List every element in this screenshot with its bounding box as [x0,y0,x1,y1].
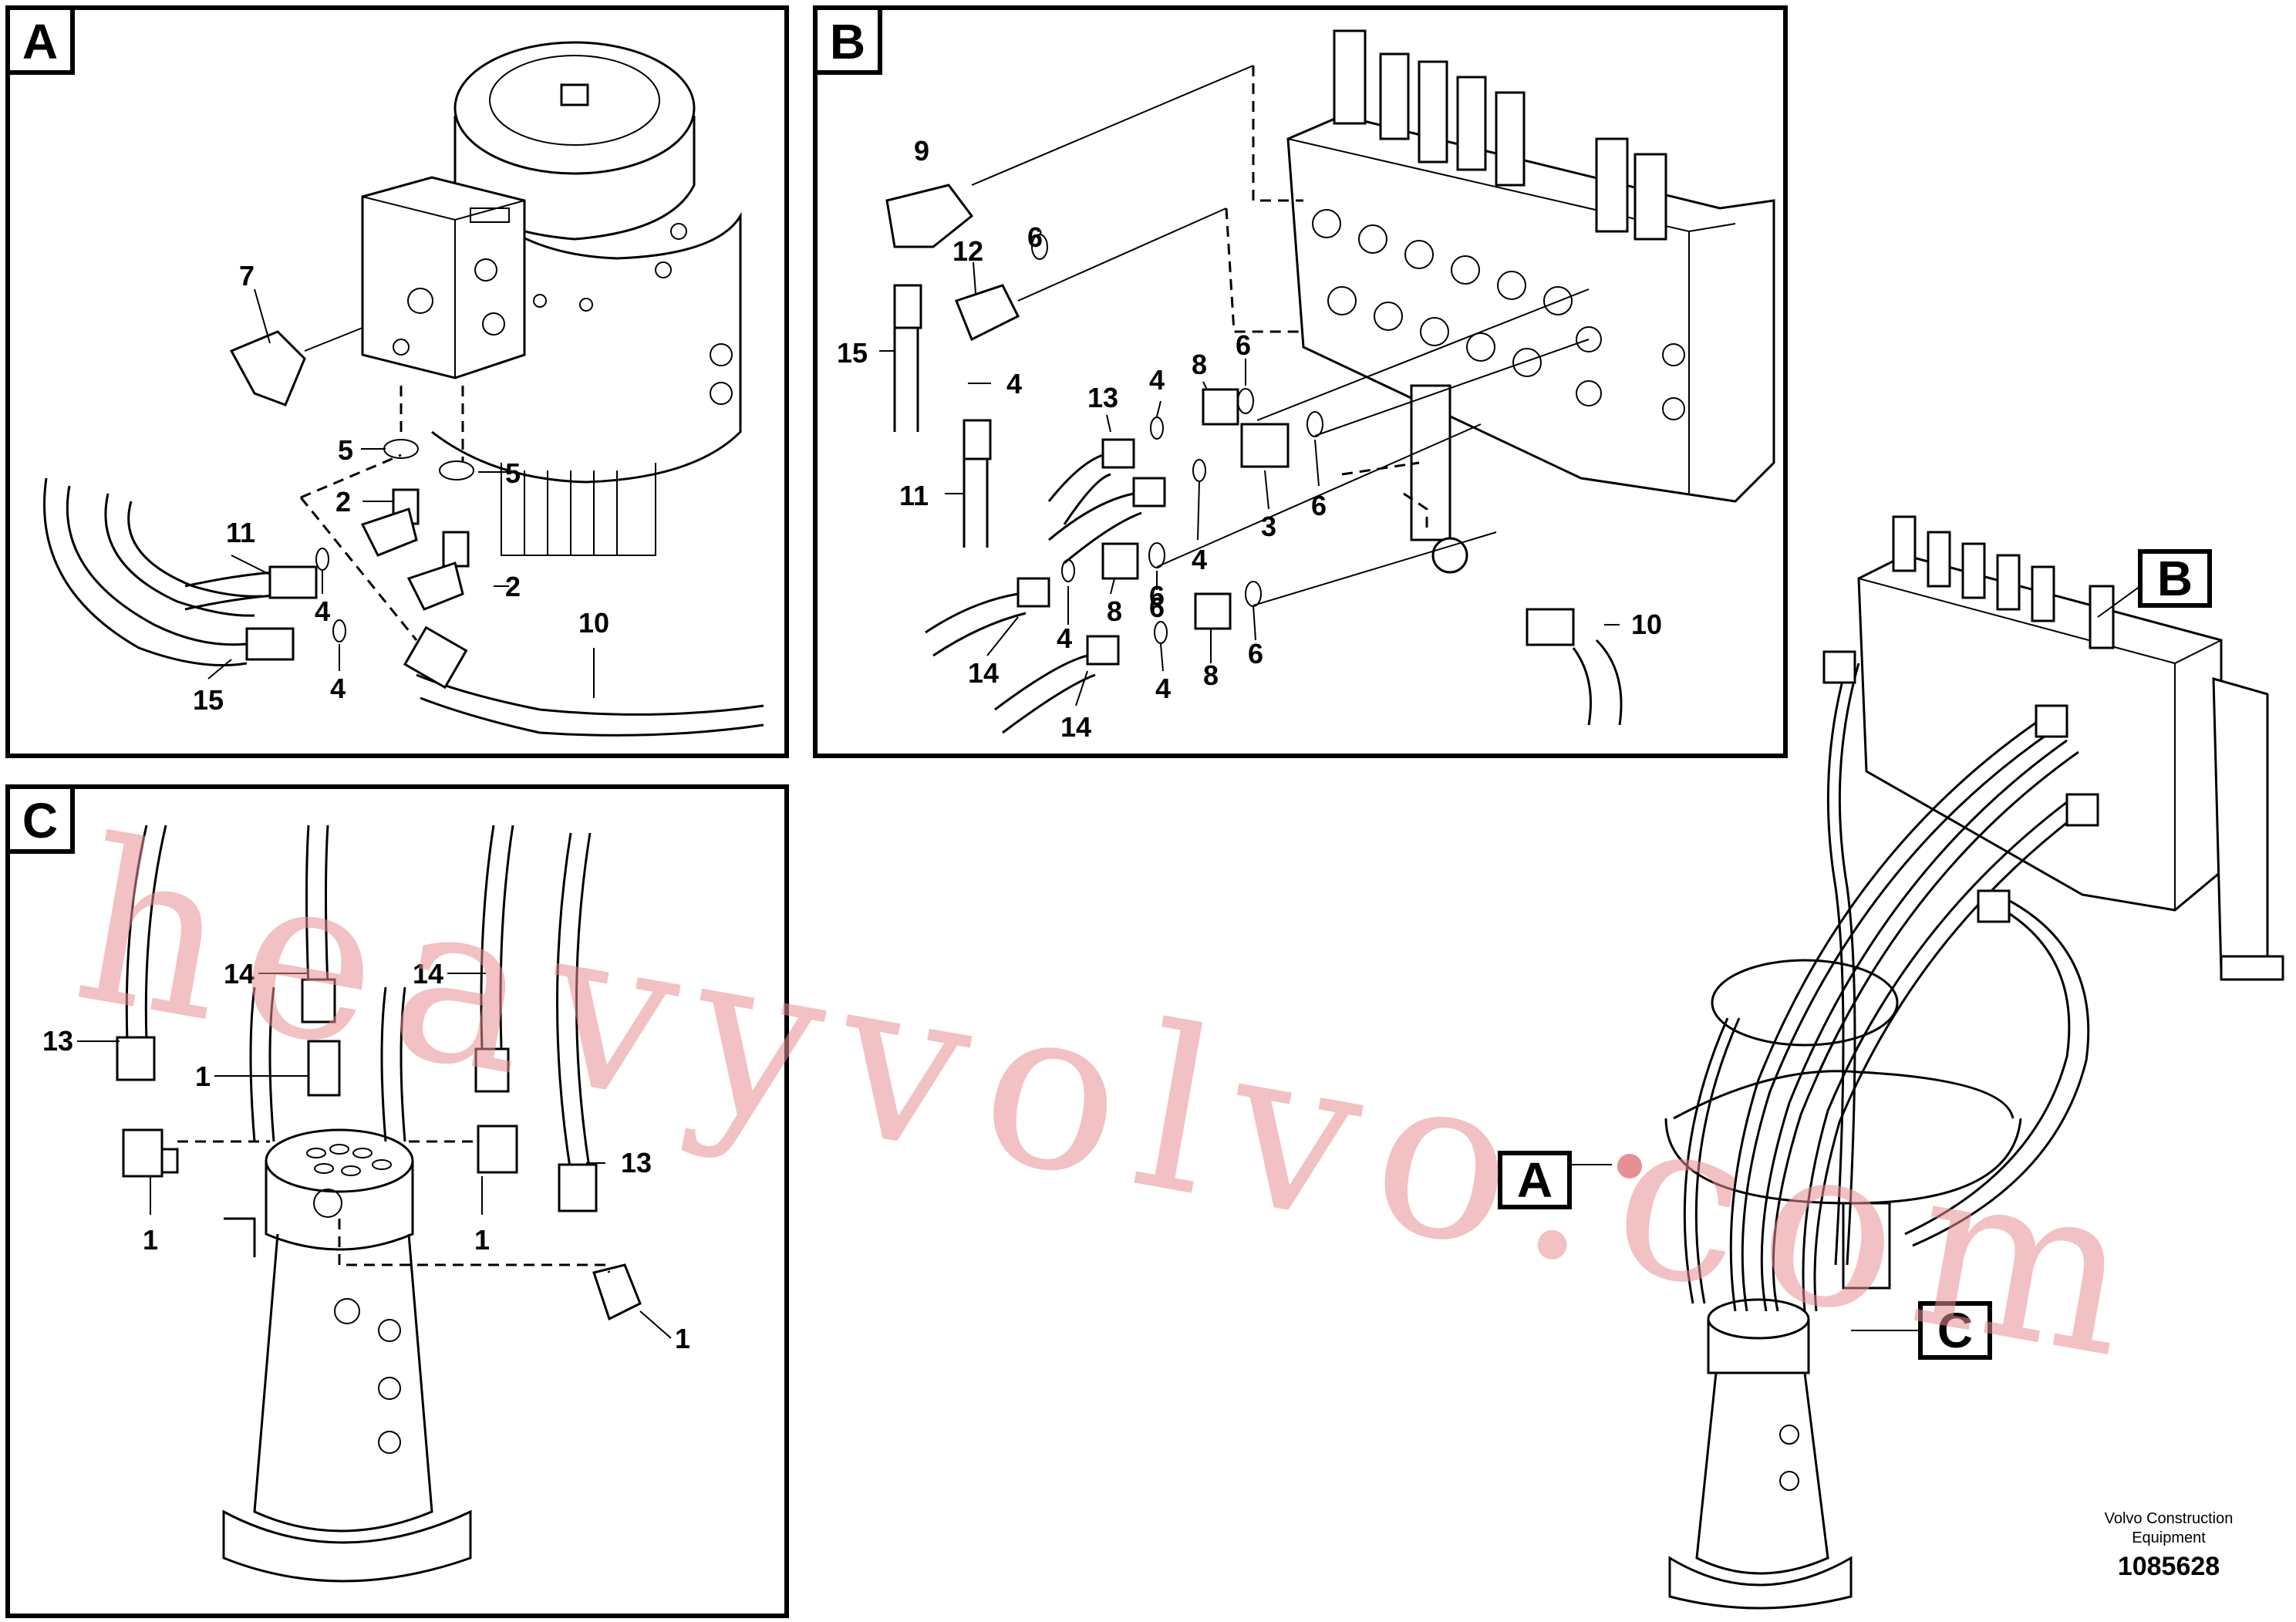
panel-c: C [5,784,789,1618]
callout-b-6: 6 [1027,221,1043,253]
callout-c-13b: 13 [621,1147,652,1179]
panel-b-fittings [885,184,1323,644]
panel-a-tag-box [5,5,75,75]
callout-b-8c: 8 [1203,659,1219,691]
company-name-line1: Volvo Construction [2105,1510,2234,1527]
callout-b-4c: 4 [1192,544,1207,575]
callout-c-14b: 14 [413,958,443,990]
callout-b-4d: 4 [1057,622,1072,654]
panel-b-callouts: 9 12 6 15 4 11 13 4 8 6 3 6 4 6 4 8 6 14… [837,135,1662,743]
callout-a-7: 7 [239,260,255,292]
panel-a-hoses [43,477,764,737]
overview-tag-c-box [1918,1301,1992,1360]
overview-tag-b: B [2157,551,2193,606]
overview-assembly: A B C [1498,515,2284,1610]
callout-b-9: 9 [914,135,929,167]
callout-c-13: 13 [42,1025,73,1057]
callout-b-4b: 4 [1149,364,1165,396]
callout-a-2: 2 [335,486,351,518]
callout-b-15: 15 [837,337,868,369]
panel-a-fittings [229,330,474,642]
valve-block-illustration [361,176,526,379]
callout-b-14b: 14 [1060,711,1091,743]
control-valve-illustration [1286,29,1775,574]
callout-a-4b: 4 [330,673,346,704]
overview-tag-a-box [1498,1151,1572,1209]
panel-b-tag: B [830,14,865,69]
callout-b-10: 10 [1631,609,1662,640]
callout-c-1b: 1 [143,1224,158,1256]
callout-b-4e: 4 [1155,673,1171,704]
panel-a: A [5,5,789,758]
panel-c-fittings [122,1040,642,1321]
panel-c-tag-box [5,784,75,854]
callout-b-12: 12 [952,235,983,267]
callout-a-11: 11 [226,517,255,548]
callout-a-4: 4 [315,595,330,627]
callout-b-6b: 6 [1236,329,1251,361]
callout-c-1d: 1 [675,1323,690,1354]
callout-b-3: 3 [1261,511,1276,542]
callout-b-8: 8 [1192,349,1207,380]
panel-a-callouts: 7 5 5 2 2 11 4 4 15 10 [193,260,609,716]
marker-dot [1617,1154,1642,1179]
callout-b-6c: 6 [1311,490,1327,521]
callout-b-6e: 6 [1149,580,1165,612]
callout-b-13: 13 [1087,382,1118,413]
footer: Volvo Construction Equipment 1085628 [2105,1510,2234,1581]
callout-c-1: 1 [195,1061,211,1092]
panel-b-hoses [893,284,1623,734]
callout-a-15: 15 [193,684,224,716]
panel-c-hoses [116,824,598,1212]
panel-a-leaders [207,288,595,698]
panel-b: B [813,5,1788,758]
callout-b-14: 14 [968,657,999,689]
callout-b-11: 11 [899,480,929,511]
callout-c-14: 14 [224,958,255,990]
callout-c-1c: 1 [474,1224,490,1256]
panel-c-leaders [77,973,672,1339]
callout-a-5: 5 [338,434,353,466]
panel-a-tag: A [22,14,58,69]
callout-b-4: 4 [1006,368,1022,400]
drawing-number: 1085628 [2118,1552,2220,1581]
callout-b-6d: 6 [1149,592,1165,623]
panel-c-frame [5,784,789,1618]
swivel-joint-illustration [222,1128,472,1583]
overview-tag-a: A [1517,1152,1553,1208]
company-name-line2: Equipment [2132,1529,2206,1546]
overview-tag-b-box [2138,549,2212,608]
callout-b-8b: 8 [1107,595,1122,627]
panel-c-tag: C [22,793,58,848]
overview-tag-c: C [1937,1303,1973,1358]
callout-b-6f: 6 [1248,638,1263,669]
callout-a-5b: 5 [505,457,521,489]
panel-b-tag-box [813,5,882,75]
panel-b-leaders [879,65,1620,706]
panel-c-callouts: 14 14 13 1 13 1 1 1 [42,958,690,1354]
callout-a-10: 10 [578,607,609,639]
callout-a-2b: 2 [505,571,521,602]
